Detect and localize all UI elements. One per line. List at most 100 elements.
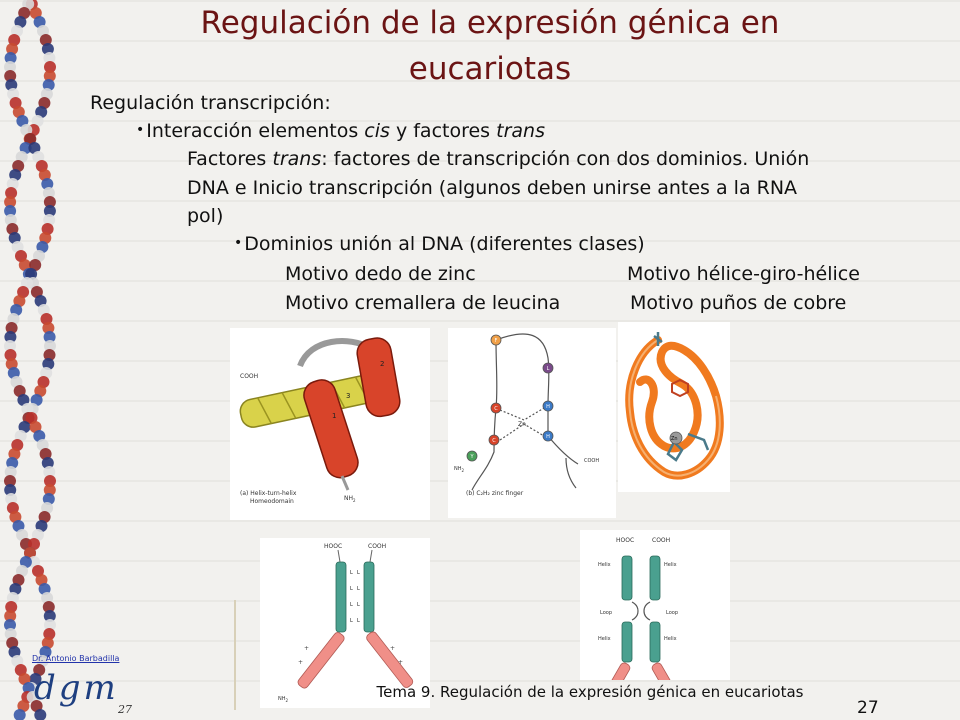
helix-atom xyxy=(11,241,24,253)
helix-atom xyxy=(28,538,40,550)
helix-atom xyxy=(43,610,56,622)
helix-atom xyxy=(33,664,46,676)
footer-topic: Tema 9. Regulación de la expresión génic… xyxy=(376,683,804,701)
helix-atom xyxy=(44,475,56,487)
helix-atom xyxy=(10,304,23,316)
helix-atom xyxy=(4,619,16,631)
helix-atom xyxy=(28,556,41,568)
helix-atom xyxy=(17,394,30,406)
helix-atom xyxy=(4,52,17,64)
helix-atom xyxy=(15,151,28,163)
cooh-label: COOH xyxy=(584,458,599,464)
helix-atom xyxy=(42,187,55,199)
helix-atom xyxy=(5,322,18,334)
helix-atom xyxy=(41,178,54,190)
helix-atom xyxy=(36,439,49,451)
helix-atom xyxy=(4,610,17,622)
helix-atom xyxy=(8,232,21,244)
helix-atom xyxy=(4,70,17,82)
hth-caption2: Homeodomain xyxy=(250,498,294,505)
helix-atom xyxy=(13,709,26,720)
helix-atom xyxy=(29,7,42,19)
motif-helix-turn-helix: Motivo hélice-giro-hélice xyxy=(627,263,860,285)
svg-text:L: L xyxy=(357,618,360,624)
helix-atom xyxy=(32,151,45,163)
helix-atom xyxy=(43,196,56,208)
helix-atom xyxy=(11,25,23,37)
author-link[interactable]: Dr. Antonio Barbadilla xyxy=(32,654,120,663)
helix-atom xyxy=(5,79,18,91)
helix-atom xyxy=(17,286,30,298)
helix-atom xyxy=(7,367,20,379)
nh2-label: NH2 xyxy=(454,466,465,473)
section-heading: Regulación transcripción: xyxy=(90,92,331,114)
l-residue: L xyxy=(547,366,550,372)
helix-atom xyxy=(37,376,50,388)
helix-atom xyxy=(43,628,56,640)
svg-text:Helix: Helix xyxy=(664,636,677,642)
cooh-label: COOH xyxy=(368,543,386,550)
svg-text:L: L xyxy=(350,586,353,592)
helix-atom xyxy=(34,295,47,307)
helix-atom xyxy=(21,403,34,415)
helix-atom xyxy=(33,250,45,262)
zn-label: Zn xyxy=(518,421,526,428)
slide-title-line1: Regulación de la expresión génica en xyxy=(200,5,780,41)
bullet-interaction: •Interacción elementos cis y factores tr… xyxy=(136,120,545,142)
para-line3: pol) xyxy=(187,205,224,227)
hooc-label: HOOC xyxy=(324,543,342,550)
helix-atom xyxy=(26,691,39,703)
helix-atom xyxy=(19,142,32,154)
helix-atom xyxy=(34,385,47,397)
helix-atom xyxy=(7,313,20,325)
helix-atom xyxy=(30,394,43,406)
helix-atom xyxy=(42,322,55,334)
helix-atom xyxy=(22,682,35,694)
helix-atom xyxy=(6,457,19,469)
helix-atom xyxy=(41,502,54,514)
slide-title-line2: eucariotas xyxy=(408,51,572,87)
helix-atom xyxy=(40,313,53,325)
helix-atom xyxy=(38,583,51,595)
helix-atom xyxy=(30,700,43,712)
helix-atom xyxy=(30,286,43,298)
helix-turn-helix-figure: COOH NH2 1 2 3 xyxy=(230,328,430,520)
helix-atom xyxy=(14,664,27,676)
helix-loop-helix-figure: HOOC COOH Helix Helix Loop Loop Helix He… xyxy=(580,530,730,680)
helix-atom xyxy=(39,448,52,460)
c-residue-2: C xyxy=(492,438,496,444)
svg-text:+: + xyxy=(390,645,395,652)
helix-atom xyxy=(31,115,44,127)
decorative-line xyxy=(234,600,236,710)
helix-atom xyxy=(40,367,53,379)
helix-atom xyxy=(38,511,51,523)
helix-atom xyxy=(9,511,22,523)
helix-atom xyxy=(38,169,51,181)
helix-atom xyxy=(43,484,56,496)
helix-atom xyxy=(44,61,56,73)
helix-atom xyxy=(5,493,18,505)
svg-text:L: L xyxy=(357,602,360,608)
svg-text:L: L xyxy=(350,570,353,576)
helix-atom xyxy=(35,520,48,532)
helix-atom xyxy=(43,52,56,64)
helix-atom xyxy=(21,277,33,289)
helix-atom xyxy=(41,457,54,469)
nh2-label: NH2 xyxy=(344,495,356,503)
bullet-dot: • xyxy=(234,235,243,251)
helix-atom xyxy=(10,376,23,388)
logo-number: 27 xyxy=(118,703,132,716)
svg-text:Helix: Helix xyxy=(664,562,677,568)
helix-atom xyxy=(39,34,52,46)
helix-atom xyxy=(14,16,27,28)
svg-text:Helix: Helix xyxy=(598,562,611,568)
helix-atom xyxy=(19,556,32,568)
helix-atom xyxy=(6,43,19,55)
helix-atom xyxy=(43,349,56,361)
f-residue: F xyxy=(495,338,498,344)
helix-atom xyxy=(5,187,18,199)
helix-atom xyxy=(4,205,17,217)
helix-atom xyxy=(42,601,55,613)
hooc-label: HOOC xyxy=(616,537,634,544)
helix-atom xyxy=(43,205,56,217)
